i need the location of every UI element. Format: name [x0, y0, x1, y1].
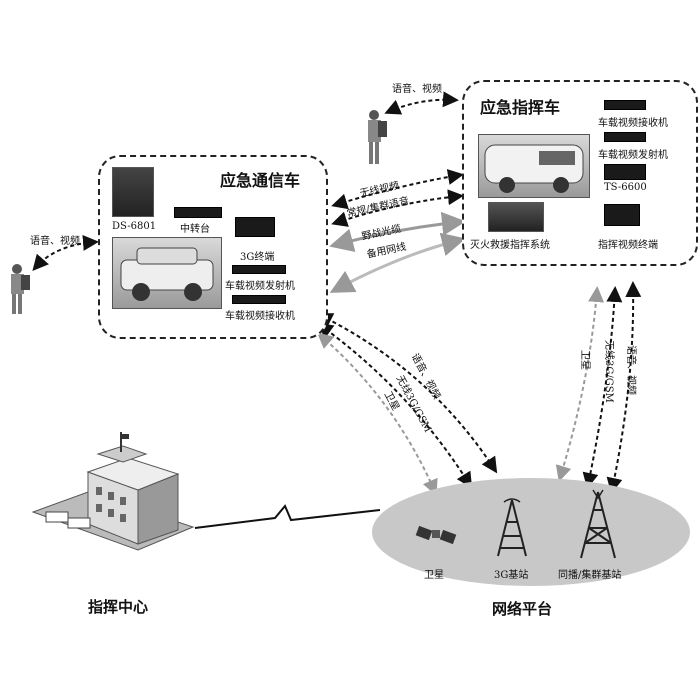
cmd-vehicle-title: 应急指挥车: [480, 98, 561, 117]
fire-system-label: 灭火救援指挥系统: [470, 240, 550, 251]
trunk-label: 同播/集群基站: [558, 570, 622, 581]
satellite-icon: [415, 520, 459, 550]
cmd-tx-device-image: [604, 132, 646, 142]
person-top-icon: [362, 108, 388, 166]
video-terminal-image: [604, 204, 640, 226]
terminal-3g-image: [235, 217, 275, 237]
person-left-icon: [6, 262, 32, 317]
command-center-building: [28, 432, 198, 562]
pc-system-image: [488, 202, 544, 232]
network-title: 网络平台: [492, 600, 553, 618]
ts-label: TS-6600: [604, 182, 647, 193]
comm-rx-label: 车载视频接收机: [225, 311, 295, 322]
tower-trunk-icon: [575, 488, 621, 560]
right-link-label-3: 语音、视频: [625, 345, 636, 395]
command-center-title: 指挥中心: [88, 598, 149, 616]
relay-device-image: [174, 207, 222, 218]
bs-3g-label: 3G基站: [494, 570, 529, 581]
satellite-label: 卫星: [424, 570, 444, 581]
tx-device-image: [232, 265, 286, 274]
video-terminal-label: 指挥视频终端: [598, 240, 658, 251]
comm-vehicle-image: [112, 237, 222, 309]
cmd-vehicle-image: [478, 134, 590, 198]
comm-vehicle-box: 应急通信车 DS-6801 中转台 3G终端 车载视频发射机 车载视频接收机: [98, 155, 328, 339]
voice-video-top-label: 语音、视频: [392, 84, 442, 95]
cmd-tx-label: 车载视频发射机: [598, 150, 668, 161]
ds-label: DS-6801: [112, 221, 157, 232]
voice-video-left-label: 语音、视频: [30, 236, 80, 247]
ts-device-image: [604, 164, 646, 180]
rx-device-image: [232, 295, 286, 304]
cmd-vehicle-box: 应急指挥车 车载视频接收机 车载视频发射机 TS-6600 灭火救援指挥系统 指…: [462, 80, 698, 266]
cmd-rx-device-image: [604, 100, 646, 110]
comm-vehicle-title: 应急通信车: [220, 171, 301, 190]
cmd-rx-label: 车载视频接收机: [598, 118, 668, 129]
terminal-3g-label: 3G终端: [240, 252, 275, 263]
right-link-label-1: 卫星: [579, 350, 590, 370]
field-pc-image: [112, 167, 154, 217]
comm-tx-label: 车载视频发射机: [225, 281, 295, 292]
relay-label: 中转台: [180, 224, 210, 235]
tower-3g-icon: [492, 496, 532, 558]
right-link-label-2: 无线3G/GSM: [603, 340, 614, 403]
